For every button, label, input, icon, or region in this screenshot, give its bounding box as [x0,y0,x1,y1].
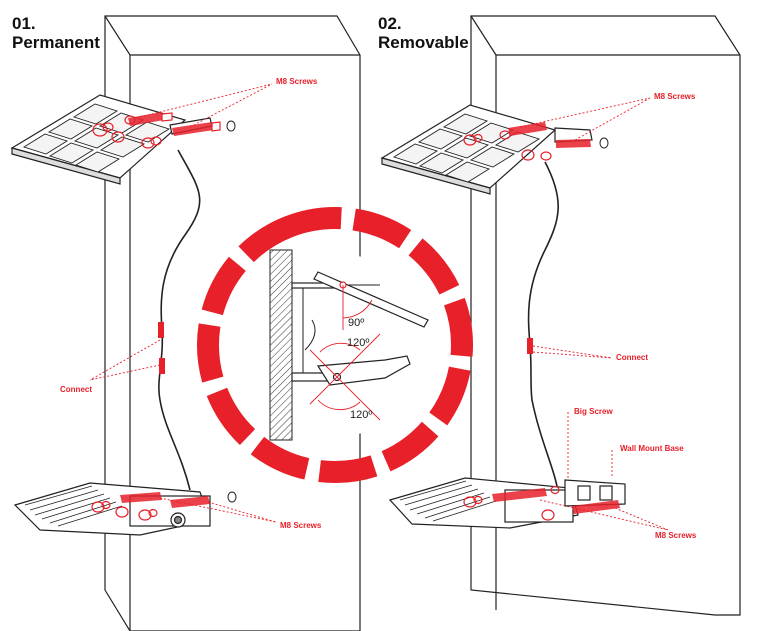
right-big-screw-label: Big Screw [574,407,613,416]
left-m8-bottom-label: M8 Screws [280,521,322,530]
left-bottom-hole [227,491,237,503]
right-m8-bottom-label: M8 Screws [655,531,697,540]
right-solar-panel [380,104,593,195]
left-connect-leaders [89,339,161,381]
lamp-angle-bottom-label: 120º [350,409,372,421]
right-bottom-leaders [539,499,669,531]
left-connector-bottom [159,358,165,374]
right-m8-top-label: M8 Screws [654,92,696,101]
panel-2-number: 02. [378,14,402,33]
left-connector-top [158,322,164,338]
panel-1-number: 01. [12,14,36,33]
left-top-screws [92,112,221,149]
detail-ring [197,206,473,483]
right-connect-leaders [532,345,613,359]
left-bottom-screws [91,492,210,521]
lamp-angle-top-label: 120º [347,337,369,349]
left-top-leaders [139,83,273,128]
right-connector [527,338,533,354]
right-connect-label: Connect [616,353,648,362]
right-top-screws [463,122,591,161]
right-wall [470,15,741,616]
detail-lamp-angles [309,333,381,421]
left-top-hole [226,120,236,132]
detail-wall-section [269,249,293,441]
panel-angle-label: 90º [348,317,364,329]
left-m8-top-label: M8 Screws [276,77,318,86]
right-top-hole [599,137,609,149]
detail-panel-bracket [291,271,429,380]
left-connect-label: Connect [60,385,92,394]
detail-panel-angle [342,285,373,330]
right-wall-mount-base-label: Wall Mount Base [620,444,684,453]
